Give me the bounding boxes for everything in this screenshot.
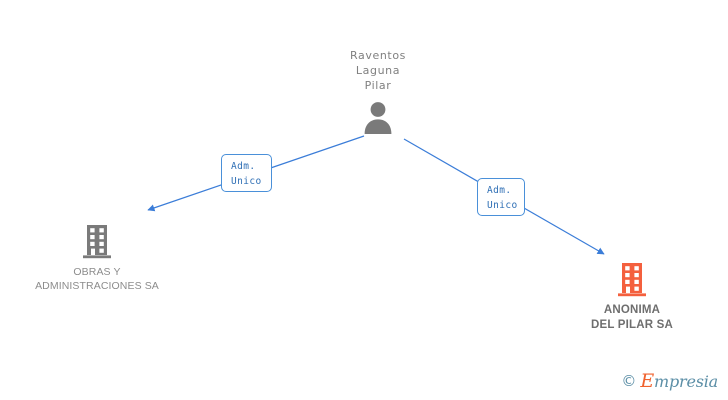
brand-rest: mpresia — [654, 372, 718, 391]
company-label-right: ANONIMA DEL PILAR SA — [590, 304, 674, 331]
brand-name: Empresia — [640, 370, 718, 392]
company-label-left: OBRAS Y ADMINISTRACIONES SA — [35, 266, 159, 292]
copyright-icon: © — [621, 372, 637, 390]
building-icon[interactable] — [615, 262, 649, 298]
person-node[interactable]: Raventos Laguna Pilar — [318, 48, 438, 134]
edge-label-left[interactable]: Adm. Unico — [221, 154, 272, 192]
watermark: © Empresia — [621, 370, 718, 392]
edge-label-right[interactable]: Adm. Unico — [477, 178, 525, 216]
building-icon[interactable] — [80, 224, 114, 260]
person-icon[interactable] — [361, 100, 395, 134]
company-node-right[interactable]: ANONIMA DEL PILAR SA — [572, 262, 692, 333]
brand-initial: E — [640, 370, 654, 392]
company-node-left[interactable]: OBRAS Y ADMINISTRACIONES SA — [22, 224, 172, 293]
person-name: Raventos Laguna Pilar — [350, 49, 406, 92]
